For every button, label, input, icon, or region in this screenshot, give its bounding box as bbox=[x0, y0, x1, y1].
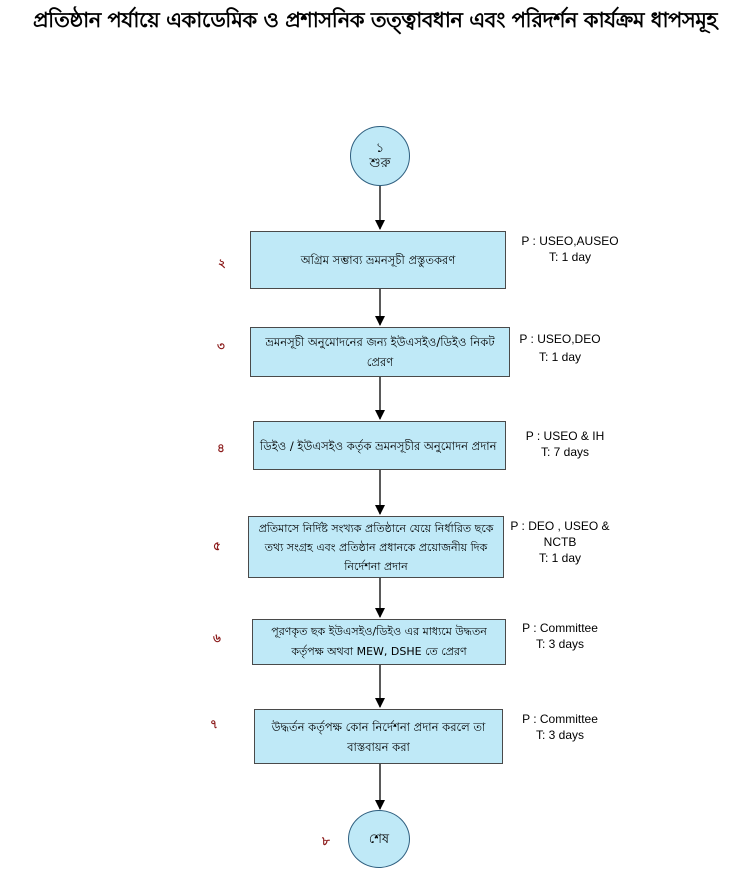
step-text: উদ্ধর্তন কর্তৃপক্ষ কোন নির্দেশনা প্রদান … bbox=[271, 719, 486, 754]
step-person: P : DEO , USEO & NCTB bbox=[510, 519, 610, 549]
step-box: পূরণকৃত ছক ইউএসইও/ডিইও এর মাধ্যমে উদ্ধতন… bbox=[252, 619, 506, 665]
step-person: P : Committee bbox=[522, 621, 598, 635]
step-person: P : USEO,DEO bbox=[519, 332, 601, 346]
step-box: অগ্রিম সম্ভাব্য ভ্রমনসূচী প্রস্তুতকরণ bbox=[250, 231, 506, 289]
step-number: ৭ bbox=[210, 717, 218, 731]
step-time: T: 1 day bbox=[538, 350, 582, 364]
step-person: P : USEO,AUSEO bbox=[521, 234, 619, 248]
step-note: P : DEO , USEO & NCTB T: 1 day bbox=[505, 518, 615, 566]
page-title: প্রতিষ্ঠান পর্যায়ে একাডেমিক ও প্রশাসনিক… bbox=[33, 8, 717, 32]
step-text: ডিইও / ইউএসইও কর্তৃক ভ্রমনসূচীর অনুমোদন … bbox=[260, 438, 497, 453]
step-box: উদ্ধর্তন কর্তৃপক্ষ কোন নির্দেশনা প্রদান … bbox=[254, 709, 503, 764]
step-note: P : USEO,AUSEO T: 1 day bbox=[505, 233, 635, 265]
step-person: P : Committee bbox=[522, 712, 598, 726]
step-time: T: 3 days bbox=[535, 728, 585, 742]
step-time: T: 1 day bbox=[538, 551, 582, 565]
step-note: P : USEO & IH T: 7 days bbox=[500, 428, 630, 460]
step-number: ৫ bbox=[213, 539, 221, 553]
step-person: P : USEO & IH bbox=[525, 429, 605, 443]
step-text: প্রতিমাসে নির্দিষ্ট সংখ্যক প্রতিষ্ঠানে য… bbox=[258, 521, 494, 573]
step-note: P : Committee T: 3 days bbox=[495, 711, 625, 743]
step-note: P : Committee T: 3 days bbox=[500, 620, 620, 652]
step-text: অগ্রিম সম্ভাব্য ভ্রমনসূচী প্রস্তুতকরণ bbox=[300, 253, 456, 267]
step-note: P : USEO,DEO T: 1 day bbox=[495, 331, 625, 365]
step-number: ৬ bbox=[213, 631, 221, 645]
start-node-number: ১ bbox=[375, 141, 385, 156]
step-box: ডিইও / ইউএসইও কর্তৃক ভ্রমনসূচীর অনুমোদন … bbox=[253, 421, 506, 470]
start-node-label: শুরু bbox=[369, 156, 391, 171]
step-number: ২ bbox=[218, 256, 226, 270]
step-box: ভ্রমনসূচী অনুমোদনের জন্য ইউএসইও/ডিইও নিক… bbox=[250, 327, 510, 377]
start-node: ১ শুরু bbox=[350, 126, 410, 186]
end-step-number: ৮ bbox=[322, 834, 330, 848]
step-text: পূরণকৃত ছক ইউএসইও/ডিইও এর মাধ্যমে উদ্ধতন… bbox=[271, 625, 487, 658]
step-number: ৪ bbox=[217, 441, 225, 455]
step-text: ভ্রমনসূচী অনুমোদনের জন্য ইউএসইও/ডিইও নিক… bbox=[265, 335, 495, 369]
step-box: প্রতিমাসে নির্দিষ্ট সংখ্যক প্রতিষ্ঠানে য… bbox=[248, 516, 504, 578]
step-time: T: 1 day bbox=[548, 250, 592, 264]
step-time: T: 7 days bbox=[540, 445, 590, 459]
step-number: ৩ bbox=[217, 339, 225, 353]
step-time: T: 3 days bbox=[535, 637, 585, 651]
end-node: শেষ bbox=[348, 810, 410, 868]
end-node-label: শেষ bbox=[368, 831, 390, 847]
